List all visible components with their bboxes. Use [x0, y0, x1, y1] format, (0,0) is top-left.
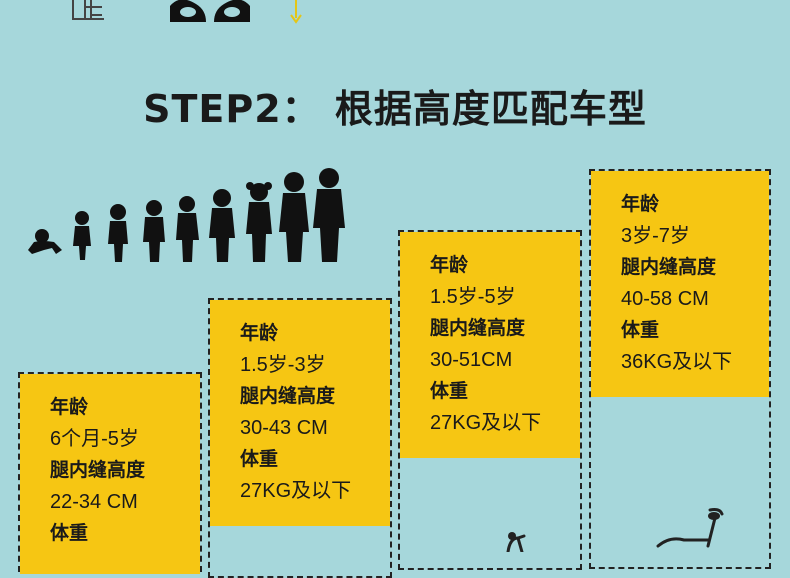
page-title: STEP2： 根据高度匹配车型 [143, 87, 647, 131]
age-value: 3岁-7岁 [621, 224, 690, 247]
balance-bike-icon [506, 532, 526, 552]
age-label: 年龄 [621, 193, 660, 215]
weight-value: 27KG及以下 [240, 479, 352, 502]
age-value: 1.5岁-5岁 [430, 285, 516, 308]
step-card-1: 年龄 6个月-5岁 腿内缝高度 22-34 CM 体重 [20, 374, 200, 574]
age-label: 年龄 [50, 396, 89, 418]
inseam-value: 40-58 CM [621, 287, 709, 310]
children-growth-silhouettes [28, 168, 345, 262]
step-card-2: 年龄 1.5岁-3岁 腿内缝高度 30-43 CM 体重 27KG及以下 [210, 300, 390, 526]
step-card-4: 年龄 3岁-7岁 腿内缝高度 40-58 CM 体重 36KG及以下 [591, 171, 769, 397]
inseam-label: 腿内缝高度 [621, 256, 717, 278]
inseam-label: 腿内缝高度 [240, 385, 336, 407]
inseam-label: 腿内缝高度 [50, 459, 146, 481]
age-value: 1.5岁-3岁 [240, 353, 326, 376]
weight-value: 36KG及以下 [621, 350, 733, 373]
age-value: 6个月-5岁 [50, 427, 139, 450]
weight-label: 体重 [240, 448, 279, 470]
inseam-label: 腿内缝高度 [430, 317, 526, 339]
step-card-3: 年龄 1.5岁-5岁 腿内缝高度 30-51CM 体重 27KG及以下 [400, 232, 580, 458]
weight-label: 体重 [430, 380, 469, 402]
weight-label: 体重 [50, 522, 89, 544]
kick-scooter-icon [656, 508, 724, 548]
age-label: 年龄 [430, 254, 469, 276]
age-label: 年龄 [240, 322, 279, 344]
height-arrow-icon [290, 0, 302, 24]
weight-value: 27KG及以下 [430, 411, 542, 434]
inseam-value: 22-34 CM [50, 490, 138, 513]
inseam-value: 30-51CM [430, 348, 513, 371]
feet-icon [170, 0, 250, 22]
inseam-value: 30-43 CM [240, 416, 328, 439]
weight-label: 体重 [621, 319, 660, 341]
height-ruler-icon [72, 0, 104, 20]
